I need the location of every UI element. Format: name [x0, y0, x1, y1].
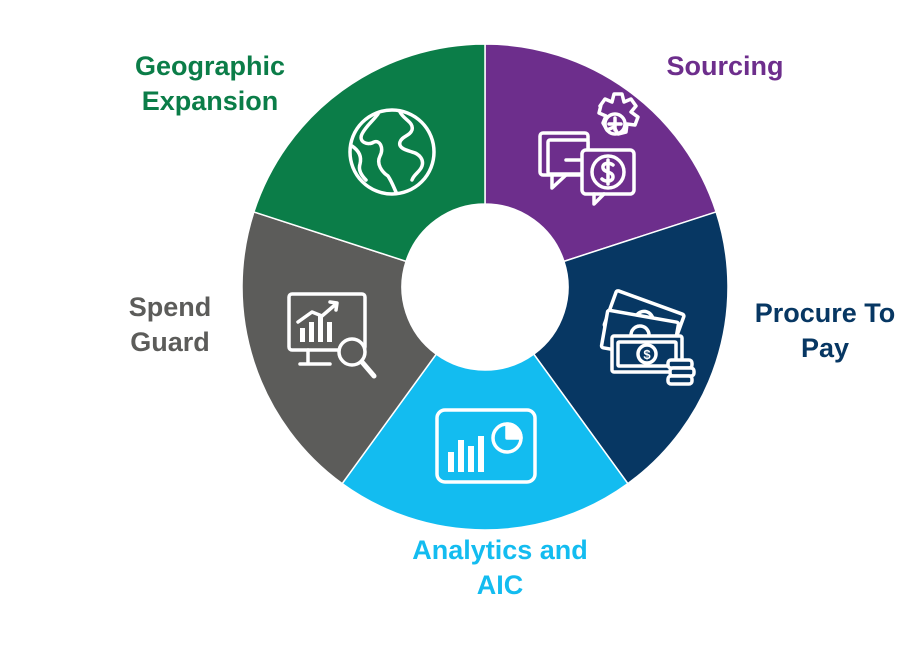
banknotes-coins-icon: $ — [599, 289, 696, 386]
label-geographic-line-1: Geographic — [134, 51, 286, 81]
label-p2p-line-2: Pay — [800, 333, 850, 363]
center-hole — [402, 204, 568, 370]
dashboard-chart-icon — [435, 408, 537, 484]
label-analytics-line-1: Analytics and — [412, 535, 588, 565]
label-sourcing-line-1: Sourcing — [666, 51, 784, 81]
dollar-glyph: $ — [643, 347, 651, 362]
label-analytics-line-2: AIC — [476, 570, 524, 600]
label-geographic-expansion: Geographic Expansion — [110, 49, 310, 119]
label-geographic-line-2: Expansion — [141, 86, 279, 116]
label-spend-guard: Spend Guard — [95, 290, 245, 360]
label-spend-line-1: Spend — [128, 292, 212, 322]
monitor-chart-magnifier-icon — [287, 292, 377, 379]
label-sourcing: Sourcing — [640, 49, 810, 84]
chat-gear-dollar-icon — [538, 92, 640, 206]
label-p2p-line-1: Procure To — [754, 298, 896, 328]
label-spend-line-2: Guard — [130, 327, 210, 357]
globe-icon — [348, 108, 436, 196]
label-analytics-and-aic: Analytics and AIC — [380, 533, 620, 603]
label-procure-to-pay: Procure To Pay — [740, 296, 900, 366]
